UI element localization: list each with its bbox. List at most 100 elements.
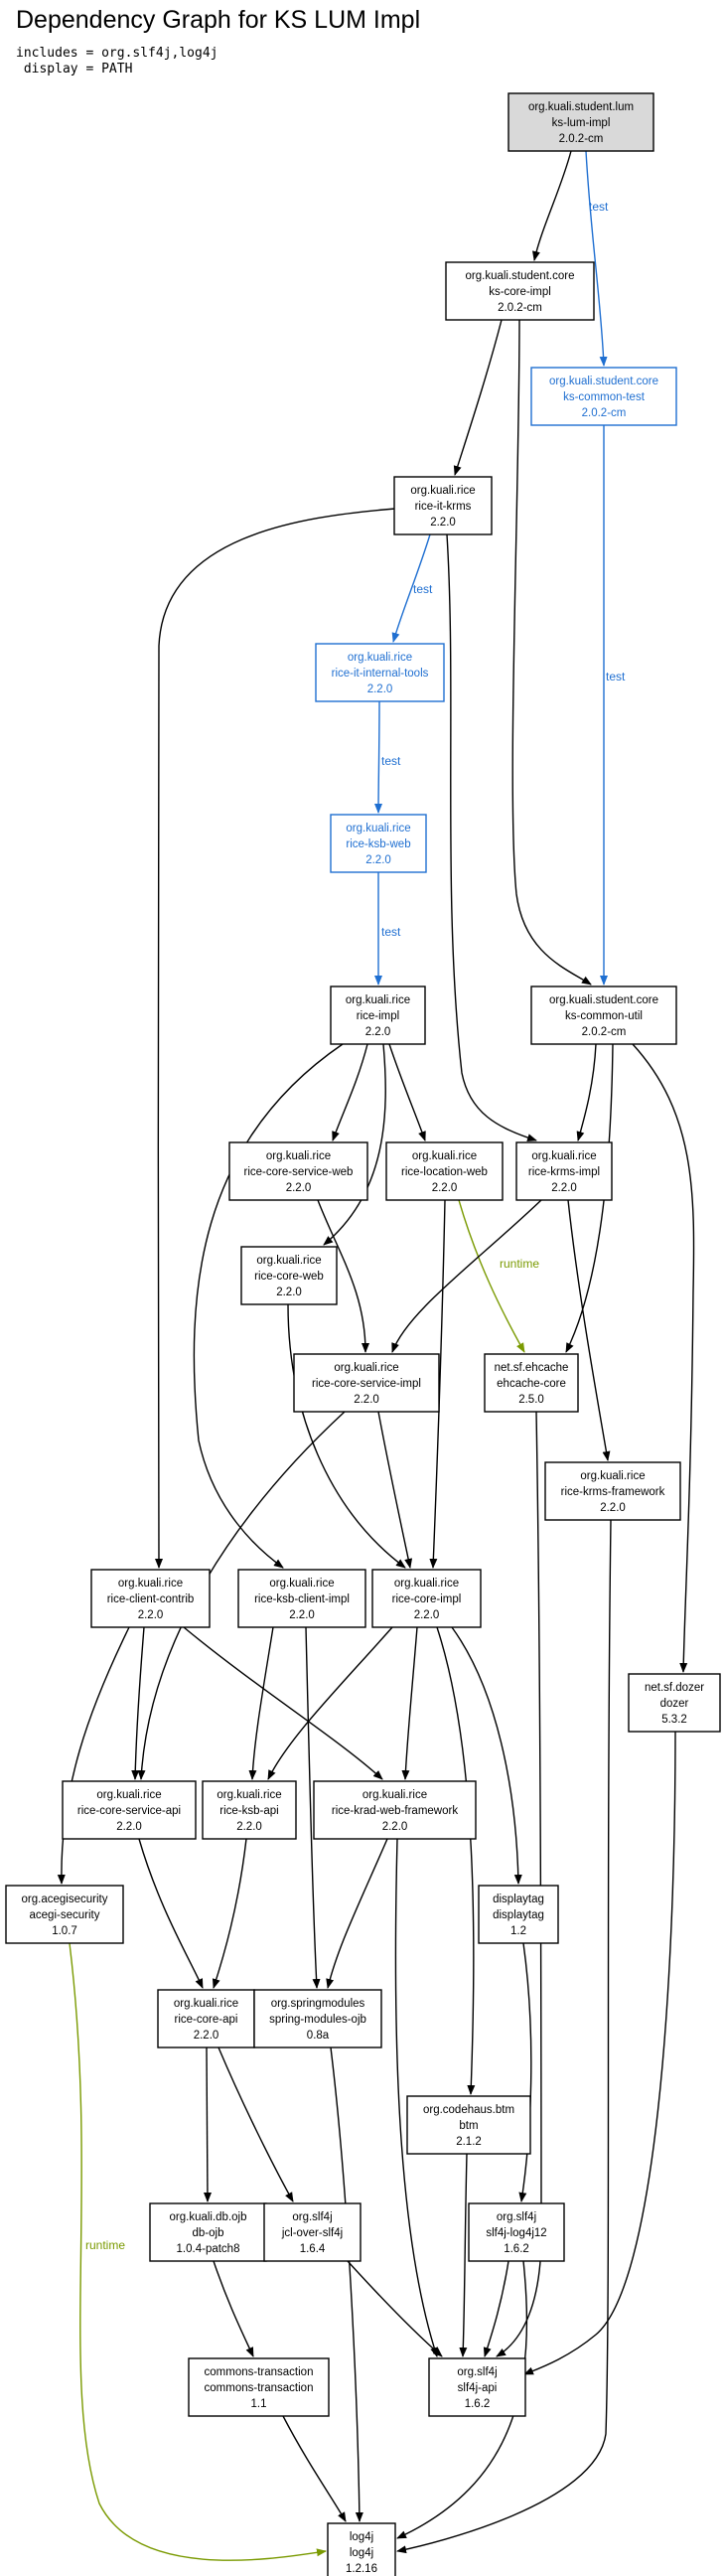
includes-text: includes = org.slf4j,log4j <box>16 46 218 61</box>
edge-ks-core-impl-to-ks-common-util <box>511 319 592 985</box>
node-box <box>240 1246 338 1305</box>
node-ks-core-impl[interactable]: org.kuali.student.coreks-core-impl2.0.2-… <box>445 261 595 321</box>
node-box <box>484 1353 579 1413</box>
edge-rice-krms-impl-to-rice-core-service-impl <box>391 1199 542 1353</box>
node-version-label: 2.2.0 <box>367 683 393 695</box>
node-version-label: 2.2.0 <box>354 1394 379 1406</box>
node-box <box>530 985 677 1045</box>
edge-rice-krad-web-framework-to-spring-modules-ojb <box>326 1838 388 1989</box>
node-artifact-label: ks-core-impl <box>489 286 551 298</box>
node-group-label: log4j <box>350 2531 373 2543</box>
node-artifact-label: dozer <box>660 1698 689 1710</box>
node-box <box>330 814 427 873</box>
node-box <box>5 1885 124 1944</box>
edge-rice-core-impl-to-btm <box>436 1626 476 2095</box>
edge-line <box>459 2153 468 2357</box>
edge-line <box>374 700 383 814</box>
node-group-label: org.kuali.rice <box>256 1255 321 1267</box>
display-text: display = PATH <box>16 62 133 76</box>
edge-rice-core-api-to-jcl-over-slf4j <box>217 2046 294 2202</box>
edge-line <box>213 2260 254 2357</box>
node-version-label: 2.0.2-cm <box>559 133 604 145</box>
node-box <box>478 1885 559 1944</box>
node-version-label: 2.0.2-cm <box>582 1026 627 1038</box>
node-ks-common-util[interactable]: org.kuali.student.coreks-common-util2.0.… <box>530 985 677 1045</box>
edge-rice-ksb-api-to-rice-core-api <box>212 1838 247 1989</box>
node-box <box>385 1141 504 1201</box>
node-artifact-label: rice-client-contrib <box>107 1593 195 1605</box>
node-box <box>157 1989 255 2048</box>
node-box <box>428 2357 526 2417</box>
node-box <box>188 2357 330 2417</box>
edge-rice-core-service-impl-to-rice-core-impl <box>377 1411 413 1569</box>
node-rice-core-service-impl[interactable]: org.kuali.ricerice-core-service-impl2.2.… <box>293 1353 440 1413</box>
node-artifact-label: spring-modules-ojb <box>269 2014 366 2026</box>
node-version-label: 2.5.0 <box>518 1394 544 1406</box>
edge-rice-core-service-api-to-rice-core-api <box>138 1838 204 1989</box>
edge-label: runtime <box>500 1257 539 1271</box>
node-group-label: org.kuali.rice <box>217 1789 281 1801</box>
node-artifact-label: rice-it-internal-tools <box>332 668 429 680</box>
node-box <box>544 1461 681 1521</box>
node-group-label: org.kuali.rice <box>266 1150 331 1162</box>
edge-commons-transaction-to-log4j <box>282 2415 347 2522</box>
edge-rice-it-krms-to-rice-client-contrib <box>154 508 396 1569</box>
edge-line <box>518 1942 532 2202</box>
edge-line <box>391 533 431 643</box>
edge-rice-impl-to-rice-core-service-web <box>332 1043 368 1141</box>
node-version-label: 0.8a <box>307 2030 330 2042</box>
node-box <box>468 2202 565 2262</box>
edge-line <box>453 319 503 476</box>
edge-line <box>401 1626 418 1780</box>
edge-label: test <box>381 754 401 768</box>
edge-line <box>436 1626 476 2095</box>
node-artifact-label: rice-core-service-impl <box>312 1378 421 1390</box>
edge-line <box>391 1199 542 1353</box>
edge-line <box>446 533 537 1142</box>
node-version-label: 2.2.0 <box>194 2030 219 2042</box>
node-box <box>253 1989 382 2048</box>
edge-line <box>305 1626 321 1989</box>
edge-line <box>632 1043 695 1673</box>
edge-rice-core-api-to-db-ojb <box>203 2046 212 2202</box>
node-commons-transaction[interactable]: commons-transactioncommons-transaction1.… <box>188 2357 330 2417</box>
node-rice-krad-web-framework[interactable]: org.kuali.ricerice-krad-web-framework2.2… <box>313 1780 477 1840</box>
node-rice-it-internal-tools[interactable]: org.kuali.ricerice-it-internal-tools2.2.… <box>315 643 445 702</box>
node-box <box>228 1141 368 1201</box>
edge-db-ojb-to-commons-transaction <box>213 2260 254 2357</box>
edge-line <box>523 1731 676 2375</box>
node-version-label: 1.1 <box>251 2398 267 2410</box>
node-group-label: org.kuali.rice <box>346 823 410 834</box>
edge-dozer-to-slf4j-api <box>523 1731 676 2375</box>
node-artifact-label: rice-ksb-client-impl <box>254 1593 350 1605</box>
node-ks-common-test[interactable]: org.kuali.student.coreks-common-test2.0.… <box>530 367 677 426</box>
edge-line <box>483 2260 509 2357</box>
node-version-label: 2.2.0 <box>286 1182 312 1194</box>
